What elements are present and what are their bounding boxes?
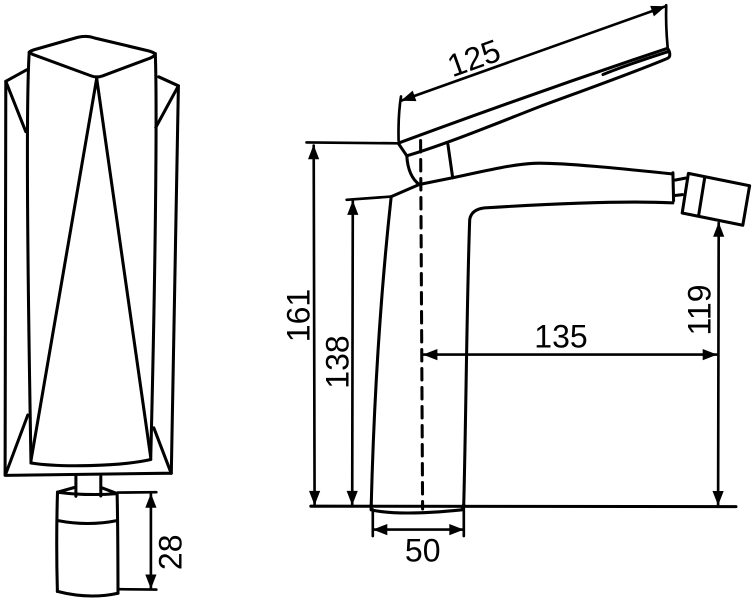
svg-text:28: 28	[153, 535, 189, 571]
svg-text:161: 161	[281, 289, 317, 342]
svg-text:50: 50	[405, 532, 441, 568]
svg-text:135: 135	[534, 319, 587, 355]
svg-text:119: 119	[682, 284, 718, 335]
svg-text:138: 138	[319, 335, 355, 388]
